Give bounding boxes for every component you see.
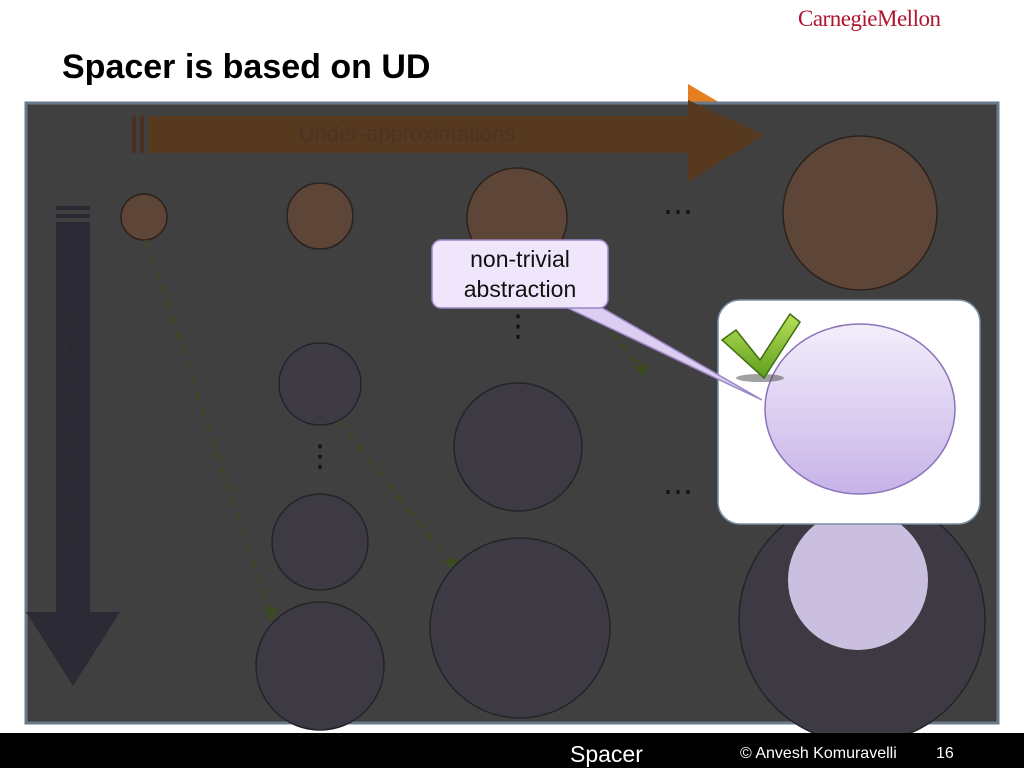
abstract-letter: b (68, 338, 79, 359)
diagram-canvas: Under-approximations A b s t r a c t … …… (24, 84, 1000, 733)
under-approx-circle (120, 193, 168, 241)
under-approx-circle (782, 135, 938, 291)
abstract-label: A b s t r a c t (67, 310, 80, 543)
ellipsis-vertical: ⋮ (305, 439, 335, 474)
arrow-tip-highlight (688, 84, 722, 104)
dashed-arrow-head (264, 606, 278, 622)
footer-author: © Anvesh Komuravelli (740, 745, 897, 762)
callout-text: non-trivial abstraction (432, 240, 608, 308)
under-approximations-arrow (132, 100, 764, 182)
under-approximations-label: Under-approximations (299, 121, 515, 146)
solution-ellipse (764, 323, 956, 495)
abstraction-circle (255, 601, 385, 731)
check-icon (720, 312, 801, 382)
abstraction-circle (453, 382, 583, 512)
abstract-letter: s (68, 366, 78, 387)
abstract-letter: t (70, 394, 76, 415)
abstract-letter: r (70, 430, 77, 451)
abstraction-circle (429, 537, 611, 719)
slide-title: Spacer is based on UD (62, 48, 431, 86)
abstract-letter: c (68, 494, 78, 515)
footer-topic: Spacer (570, 741, 643, 767)
abstract-letter: a (68, 458, 79, 479)
page-number: 16 (936, 745, 954, 762)
ellipsis-vertical: ⋮ (503, 309, 533, 344)
footer-bar: Spacer © Anvesh Komuravelli 16 (0, 733, 1024, 768)
under-approx-circle (286, 182, 354, 250)
ellipsis-horizontal: … (663, 467, 693, 502)
abstraction-dashed-arrows (144, 239, 643, 613)
abstraction-circle (271, 493, 369, 591)
highlighted-abstraction-circle (788, 510, 928, 650)
dashed-arrow-head (634, 364, 648, 378)
callout-line-2: abstraction (463, 276, 577, 302)
abstraction-circle (278, 342, 362, 426)
abstract-letter: t (70, 522, 76, 543)
callout-line-1: non-trivial (470, 246, 570, 272)
callout-bubble (431, 239, 609, 309)
ellipsis-horizontal: … (663, 187, 693, 222)
cmu-logo: CarnegieMellon (798, 6, 941, 31)
abstract-arrow (26, 206, 120, 686)
abstract-letter: A (67, 310, 80, 331)
